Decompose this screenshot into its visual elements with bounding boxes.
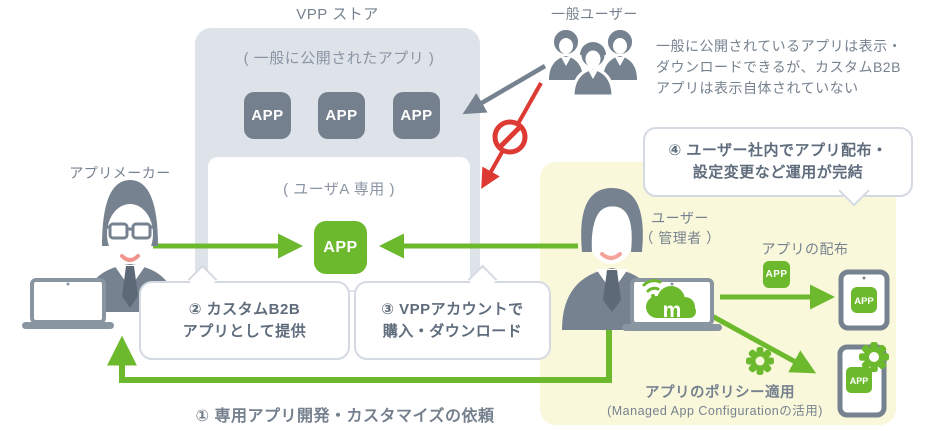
public-app-tile-3: APP — [393, 92, 440, 139]
step4-line1: ④ ユーザー社内でアプリ配布・ — [668, 142, 888, 159]
step2-bubble: ② カスタムB2B アプリとして提供 — [139, 281, 350, 360]
distribution-tablet-icon: APP — [838, 269, 890, 331]
app-tile-label: APP — [251, 107, 284, 124]
app-tile-label: APP — [765, 269, 788, 280]
app-maker-label: アプリメーカー — [69, 165, 171, 181]
custom-b2b-app-tile: APP — [314, 221, 367, 274]
step1-label: ① 専用アプリ開発・カスタマイズの依頼 — [195, 408, 495, 425]
note-line-2: ダウンロードできるが、カスタムB2B — [656, 59, 901, 75]
app-tile-label: APP — [323, 238, 358, 256]
mdm-cloud-logo: m — [642, 279, 696, 322]
mdm-laptop-icon: m — [622, 278, 722, 331]
tablet-app-label: APP — [850, 376, 869, 386]
note-line-3: アプリは表示自体されていない — [656, 80, 859, 96]
app-tile-label: APP — [400, 107, 433, 124]
policy-sublabel: (Managed App Configurationの活用) — [607, 404, 823, 418]
general-users-icon — [549, 30, 637, 98]
policy-label: アプリのポリシー適用 — [645, 385, 795, 401]
general-users-label: 一般ユーザー — [551, 6, 638, 22]
vpp-store-title: VPP ストア — [296, 6, 379, 23]
admin-user-label-line1: ユーザー — [651, 210, 709, 226]
public-apps-label: ( 一般に公開されたアプリ ) — [243, 50, 435, 67]
step4-line2: 設定変更など運用が完結 — [692, 164, 864, 181]
app-tile-label: APP — [325, 107, 358, 124]
step2-line2: アプリとして提供 — [182, 322, 307, 340]
admin-user-label: ユーザー （ 管理者 ） — [622, 208, 738, 248]
arrow-apply-policy — [710, 313, 817, 374]
admin-user-label-line2: （ 管理者 ） — [639, 230, 721, 246]
policy-tablet-icon: APP — [837, 342, 889, 418]
arrow-request-development — [107, 330, 612, 383]
general-users-note: 一般に公開されているアプリは表示・ ダウンロードできるが、カスタムB2B アプリ… — [656, 36, 940, 99]
app-maker-laptop-icon — [22, 278, 114, 329]
step3-line2: 購入・ダウンロード — [382, 322, 523, 340]
step2-line1: ② カスタムB2B — [188, 300, 301, 318]
distribution-app-tile: APP — [763, 261, 790, 288]
tablet-app-label: APP — [854, 296, 874, 307]
step4-bubble: ④ ユーザー社内でアプリ配布・ 設定変更など運用が完結 — [643, 127, 913, 197]
mdm-logo-letter: m — [663, 299, 682, 322]
note-line-1: 一般に公開されているアプリは表示・ — [656, 38, 903, 54]
app-distribution-label: アプリの配布 — [761, 241, 849, 257]
tablet-gear-icon — [859, 342, 889, 372]
arrow-users-to-public-apps — [462, 64, 547, 115]
step3-line1: ③ VPPアカウントで — [381, 300, 524, 318]
step3-bubble: ③ VPPアカウントで 購入・ダウンロード — [354, 281, 551, 360]
prohibition-icon — [492, 119, 528, 155]
policy-gear-icon — [746, 347, 774, 375]
private-apps-label: ( ユーザA 専用 ) — [283, 181, 395, 198]
public-app-tile-2: APP — [318, 92, 365, 139]
public-app-tile-1: APP — [244, 92, 291, 139]
